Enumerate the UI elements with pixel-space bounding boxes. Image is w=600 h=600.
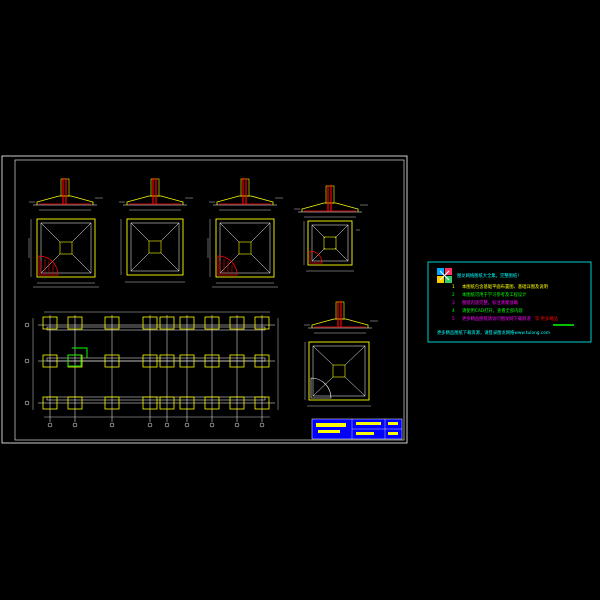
note-item-1: 本图纸包含基础平面布置图、基础详图及说明 [462, 283, 548, 290]
notes-title: 图龙网络图纸大全集，完整图纸！ [457, 272, 521, 279]
footing-section-1 [28, 177, 104, 211]
note-item-1-num: 1 [452, 284, 455, 290]
footing-section-4 [293, 184, 369, 218]
note-item-4: 请使用CAD打开，查看全部内容 [462, 307, 524, 314]
footing-section-2 [118, 177, 194, 211]
footing-section-3 [208, 177, 284, 211]
footing-plan-5 [304, 341, 371, 407]
note-item-3-num: 3 [452, 300, 455, 306]
note-item-5: 更多精品图纸请访问图龙网下载频道 [462, 315, 531, 322]
note-item-5-num: 5 [452, 316, 455, 322]
title-block [311, 418, 403, 440]
footing-plan-1 [28, 218, 100, 288]
footing-plan-4 [303, 220, 360, 272]
tulong-logo [437, 268, 452, 283]
note-item-4-num: 4 [452, 308, 455, 314]
notes-footer: 更多精品图纸下载资源，请登录图龙网络www.tulong.com [437, 329, 550, 336]
footing-section-5 [303, 300, 379, 334]
foundation-plan [24, 311, 279, 428]
note-item-3: 图纸内容完整，标注清晰准确 [462, 299, 518, 306]
note-item-5-tag: 等 更多精品 [535, 315, 558, 322]
note-item-2-num: 2 [452, 292, 455, 298]
notes-panel: 图龙网络图纸大全集，完整图纸！ 1 本图纸包含基础平面布置图、基础详图及说明 2… [427, 261, 592, 343]
drawing-frame [1, 155, 408, 444]
footing-plan-2 [120, 218, 185, 283]
note-item-2: 本图纸可用于学习参考及工程设计 [462, 291, 527, 298]
footing-plan-3 [207, 218, 279, 288]
